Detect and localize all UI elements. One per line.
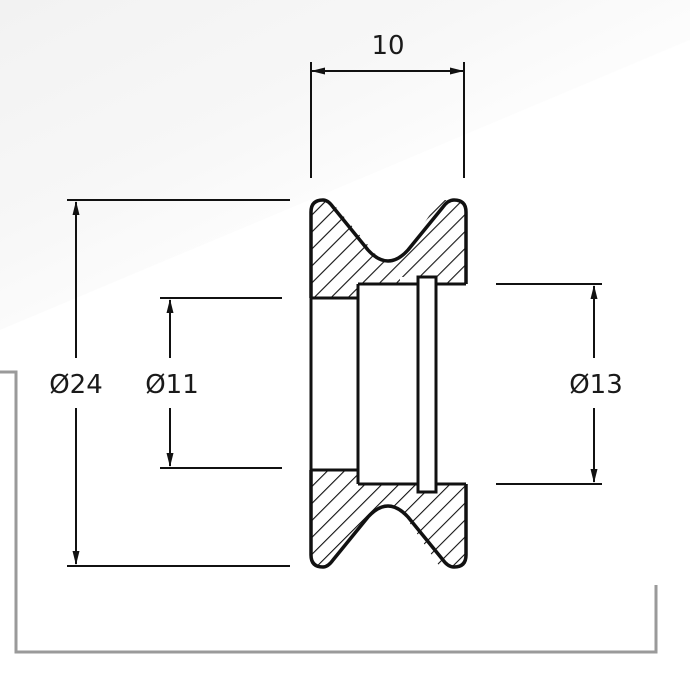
top-profile-outline	[309, 198, 468, 298]
bore-diameter-dimension: Ø11	[145, 297, 282, 469]
sheet-shadow-edge	[0, 370, 658, 654]
bore-diameter-label: Ø11	[145, 370, 199, 400]
width-dimension-label: 10	[371, 31, 404, 61]
outer-diameter-label: Ø24	[49, 370, 103, 400]
outer-diameter-dimension: Ø24	[49, 199, 290, 567]
bottom-profile-outline	[309, 470, 468, 569]
width-dimension: 10	[310, 31, 465, 178]
counterbore-diameter-label: Ø13	[569, 370, 623, 400]
counterbore-diameter-dimension: Ø13	[496, 283, 623, 485]
snap-ring-groove	[416, 275, 438, 494]
pulley-section	[309, 198, 468, 569]
